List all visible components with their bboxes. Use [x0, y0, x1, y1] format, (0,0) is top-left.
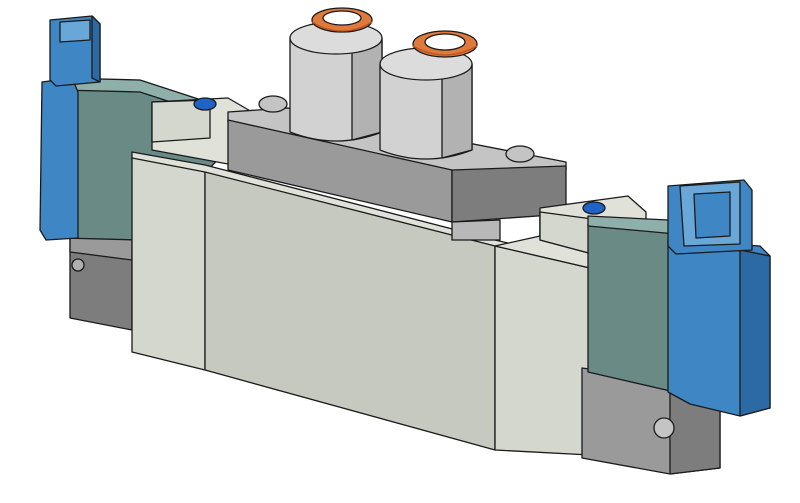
valve-body-right-cap	[494, 245, 591, 456]
fitting-right	[379, 30, 478, 160]
mounting-screw-icon	[653, 417, 675, 439]
port-block-recess	[451, 219, 501, 241]
mounting-screw-icon	[71, 258, 85, 272]
manual-override-icon	[582, 201, 606, 215]
left-connector-socket	[59, 19, 91, 43]
valve-body-left-cap	[131, 157, 206, 371]
right-connector-socket-inner	[693, 191, 731, 239]
solenoid-coil-icon	[39, 77, 79, 241]
left-override-block	[151, 97, 253, 165]
fitting-left	[289, 7, 383, 142]
right-solenoid	[581, 179, 771, 475]
manual-override-icon	[193, 97, 217, 111]
mounting-screw-icon	[505, 145, 535, 163]
mounting-screw-icon	[258, 95, 288, 113]
left-connector-face	[91, 15, 101, 83]
right-connector-side	[739, 249, 771, 417]
valve-body	[131, 151, 601, 456]
